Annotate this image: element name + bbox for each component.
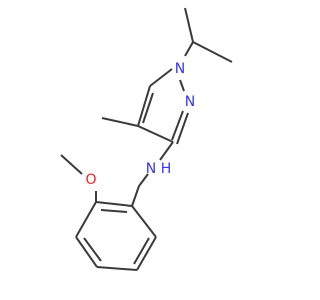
bond-benzene-inner-c xyxy=(133,237,150,265)
bond-c4-methyl xyxy=(101,117,139,127)
atom-o: O xyxy=(85,172,96,188)
bond-c5-c4 xyxy=(137,85,151,127)
bond-isopropyl-n1 xyxy=(184,41,194,57)
bond-ch2-ring xyxy=(131,185,140,207)
bond-benzene-c6-c1 xyxy=(131,205,157,238)
bond-n1-c5 xyxy=(149,68,173,87)
bond-c3-nh xyxy=(159,141,174,161)
bond-benzene-c3-c4 xyxy=(75,236,98,268)
atom-nh: N xyxy=(146,161,156,177)
bond-benzene-c5-c6 xyxy=(136,236,157,271)
bond-n2-n1 xyxy=(179,79,185,92)
atom-n1: N xyxy=(175,61,185,77)
bond-benzene-c2-c3 xyxy=(75,201,97,238)
bond-c3-n2-double-a xyxy=(171,110,184,141)
bond-c5-c4-inner xyxy=(142,92,154,124)
bond-nh-ch2 xyxy=(138,173,149,187)
bond-benzene-c1-c2 xyxy=(95,201,133,207)
bond-c4-c3 xyxy=(137,125,174,143)
bond-benzene-c4-c5 xyxy=(96,266,138,271)
molecule-structure: N N N H O xyxy=(60,7,233,271)
bond-o-methyl xyxy=(60,154,83,175)
bond-isopropyl-methyl-right xyxy=(192,41,233,63)
bond-c3-n2-double-b xyxy=(176,112,189,145)
bond-benzene-inner-b xyxy=(83,237,102,262)
bond-isopropyl-methyl-left xyxy=(184,7,194,43)
atom-nh-hydrogen: H xyxy=(161,161,172,177)
bond-benzene-inner-a xyxy=(100,209,128,213)
atom-n2: N xyxy=(185,94,195,110)
